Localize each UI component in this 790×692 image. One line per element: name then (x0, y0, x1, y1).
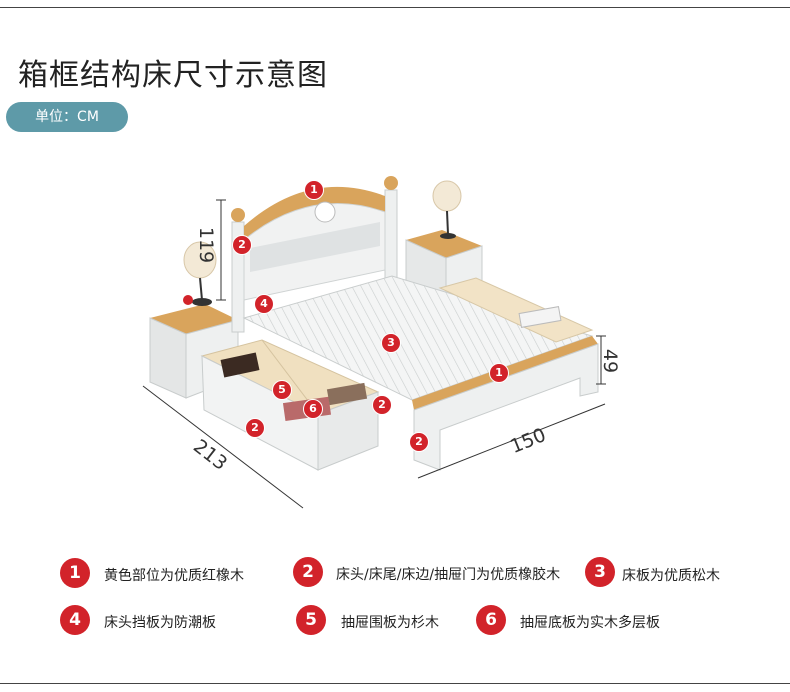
marker-1-headboard: 1 (304, 180, 324, 200)
legend-text-4: 床头挡板为防潮板 (104, 615, 216, 631)
left-drawer (200, 339, 380, 471)
dimension-lines (142, 199, 606, 509)
legend-text-5: 抽屉围板为杉木 (341, 615, 439, 631)
marker-4-head-panel: 4 (254, 294, 274, 314)
legend-text-1: 黄色部位为优质红橡木 (104, 568, 244, 584)
marker-2-headboard-post: 2 (232, 235, 252, 255)
marker-5-drawer-side: 5 (272, 380, 292, 400)
dimension-height: 119 (195, 226, 218, 264)
legend-text-2: 床头/床尾/床边/抽屉门为优质橡胶木 (336, 567, 561, 583)
legend-text-6: 抽屉底板为实木多层板 (520, 615, 660, 631)
legend-badge-6: 6 (476, 605, 506, 635)
unit-badge: 单位：CM (6, 102, 128, 132)
right-storage (438, 277, 594, 343)
marker-2-drawer-face: 2 (245, 418, 265, 438)
top-rule (0, 7, 790, 8)
legend-badge-3: 3 (585, 557, 615, 587)
legend-text-3: 床板为优质松木 (622, 568, 720, 584)
right-lamp (432, 180, 462, 239)
dimension-footboard-height: 49 (599, 348, 622, 374)
marker-1-footboard: 1 (489, 363, 509, 383)
legend-badge-5: 5 (296, 605, 326, 635)
marker-3-bed-slats: 3 (381, 333, 401, 353)
headboard (231, 176, 398, 333)
page-title: 箱框结构床尺寸示意图 (18, 58, 328, 93)
legend-badge-2: 2 (293, 557, 323, 587)
legend-badge-1: 1 (60, 558, 90, 588)
marker-2-drawer-front: 2 (372, 395, 392, 415)
marker-2-footboard-leg: 2 (409, 432, 429, 452)
marker-6-drawer-bottom: 6 (303, 399, 323, 419)
left-lamp (183, 241, 217, 306)
legend-badge-4: 4 (60, 605, 90, 635)
bottom-rule (0, 683, 790, 684)
